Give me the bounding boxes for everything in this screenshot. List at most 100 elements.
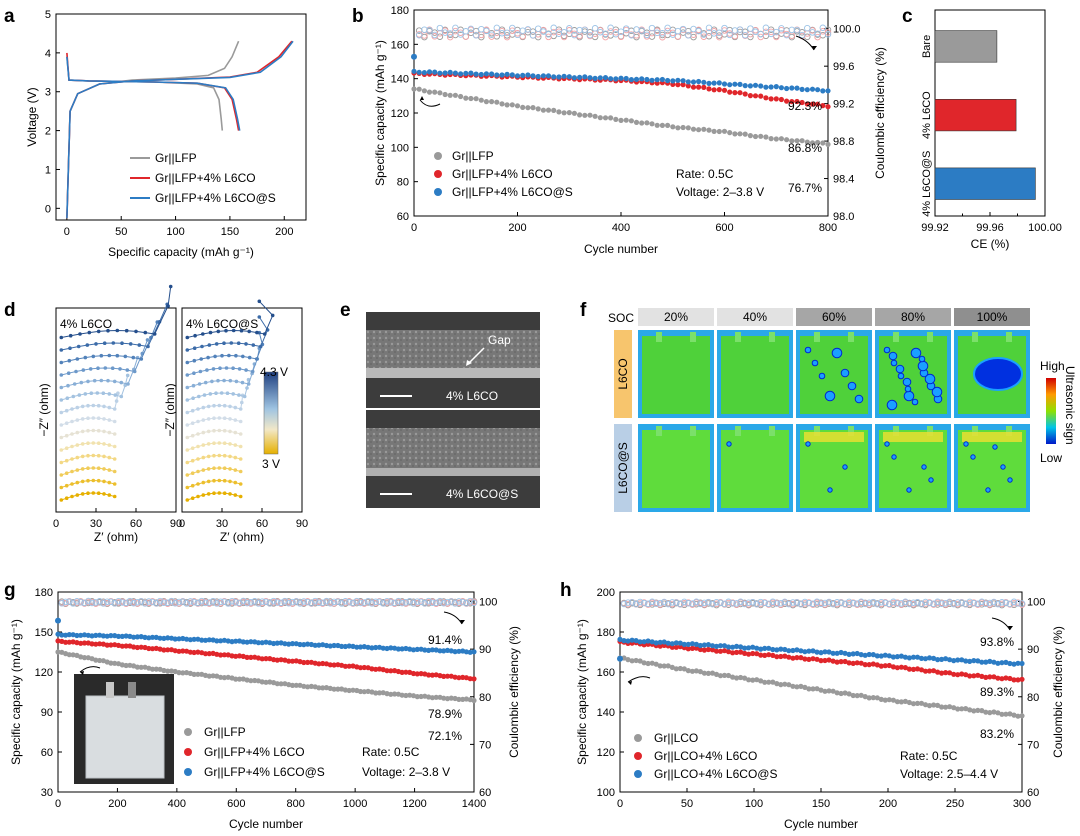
capacity-point-b-2-43 (633, 76, 640, 82)
ce-point-b-2-46 (648, 24, 656, 32)
capacity-point-g-0-65 (301, 683, 307, 689)
capacity-point-g-0-0 (55, 649, 61, 655)
ce-point-h-2-79 (934, 598, 941, 606)
capacity-point-h-2-2 (625, 638, 631, 644)
arrowhead-right-g (460, 620, 465, 624)
capacity-point-g-0-81 (361, 689, 367, 695)
capacity-point-h-1-93 (991, 674, 997, 680)
capacity-point-b-1-73 (789, 99, 795, 105)
ce-point-b-2-52 (679, 25, 687, 33)
capacity-point-b-0-9 (458, 93, 464, 100)
y-tick-label-a-1: 1 (45, 164, 51, 176)
ce-point-b-2-78 (814, 30, 821, 37)
map-spot-0-3-10 (888, 351, 898, 361)
capacity-point-b-1-63 (737, 90, 743, 96)
capacity-point-b-2-51 (675, 77, 681, 83)
x-tick-label-d-1-2: 60 (256, 518, 268, 530)
capacity-point-b-2-47 (654, 77, 660, 83)
capacity-point-h-2-24 (713, 643, 720, 650)
y-axis-label-g: Specific capacity (mAh g⁻¹) (9, 619, 23, 765)
ce-point-g-2-80 (357, 599, 364, 607)
capacity-point-h-0-43 (790, 683, 796, 689)
capacity-point-g-1-92 (403, 669, 409, 675)
capacity-point-b-0-0 (411, 86, 417, 92)
x-tick-label-c-1: 99.96 (976, 222, 1004, 234)
capacity-point-h-2-58 (850, 651, 856, 657)
ce-point-b-2-48 (659, 30, 666, 37)
capacity-point-b-0-61 (727, 130, 733, 136)
capacity-point-g-2-84 (373, 644, 379, 651)
eis-curve-1-4 (187, 442, 241, 451)
legend-label-b-0: Gr||LFP (452, 149, 494, 163)
capacity-point-h-2-55 (838, 649, 844, 656)
map-warm-1-4 (962, 432, 1022, 442)
ce-point-b-2-40 (617, 28, 625, 35)
map-spot-0-3-0 (883, 346, 891, 354)
capacity-point-b-0-68 (763, 134, 769, 140)
annotation-h-0: 93.8% (980, 635, 1014, 649)
capacity-point-b-0-70 (773, 136, 779, 142)
capacity-point-b-2-6 (442, 70, 448, 76)
capacity-point-h-1-27 (725, 649, 732, 655)
panel-e: Gap 4% L6CO 4% L6CO@S (366, 312, 540, 508)
x-tick-label-h-2: 100 (745, 798, 763, 810)
map-spot-0-3-5 (910, 347, 922, 359)
ce-point-g-2-64 (296, 600, 304, 607)
capacity-point-b-0-7 (447, 92, 453, 98)
ce-point-h-2-2 (624, 599, 632, 606)
capacity-point-b-2-50 (670, 78, 676, 84)
capacity-point-h-0-68 (890, 697, 897, 703)
capacity-point-b-2-26 (545, 73, 552, 79)
y2-tick-label-g-0: 60 (479, 787, 491, 799)
capacity-point-b-2-12 (473, 71, 479, 77)
capacity-point-h-1-29 (734, 649, 740, 656)
capacity-point-h-0-33 (750, 677, 756, 683)
capacity-point-h-1-91 (983, 674, 989, 681)
ce-point-g-2-32 (175, 598, 183, 606)
capacity-point-h-2-35 (758, 646, 764, 652)
y-tick-label-a-5: 5 (45, 9, 51, 21)
ce-point-b-1-47 (653, 27, 661, 35)
capacity-point-h-2-31 (742, 645, 748, 651)
eis-curve-0-9 (61, 357, 139, 388)
capacity-point-b-2-2 (421, 70, 427, 76)
capacity-point-b-2-63 (737, 81, 743, 87)
ce-point-b-2-23 (529, 32, 537, 39)
capacity-point-b-0-75 (799, 138, 805, 144)
arrow-right-g (443, 611, 463, 625)
capacity-point-h-2-77 (926, 655, 933, 661)
capacity-point-h-2-96 (1003, 659, 1009, 666)
capacity-point-b-0-19 (509, 102, 515, 108)
capacity-point-b-2-80 (825, 88, 831, 94)
capacity-point-g-0-100 (433, 694, 439, 700)
capacity-point-g-2-40 (206, 637, 212, 643)
eis-curve-1-5 (187, 429, 241, 438)
condition-g-rate: Rate: 0.5C (362, 745, 420, 759)
ce-point-b-2-37 (602, 30, 609, 38)
capacity-point-g-0-62 (289, 682, 296, 689)
ce-point-b-2-74 (793, 26, 801, 34)
capacity-point-b-2-11 (468, 70, 474, 76)
ce-point-g-2-23 (141, 600, 149, 607)
capacity-point-g-1-109 (467, 676, 473, 682)
capacity-point-h-1-66 (882, 663, 888, 669)
ce-point-b-1-29 (560, 33, 568, 41)
capacity-point-g-0-80 (357, 688, 364, 695)
capacity-point-h-0-3 (629, 658, 635, 664)
capacity-point-g-2-21 (134, 634, 140, 640)
ce-point-h-2-28 (729, 600, 736, 607)
ce-point-h-2-19 (693, 598, 700, 606)
ce-point-b-2-45 (643, 31, 651, 39)
ce-point-g-2-29 (164, 599, 171, 606)
ce-point-g-2-83 (368, 600, 376, 607)
gap-arrow (467, 347, 485, 365)
capacity-point-b-0-31 (571, 110, 578, 116)
map-tab-a-0-1 (735, 332, 741, 342)
capacity-point-g-0-18 (123, 662, 129, 669)
ce-point-g-2-1 (58, 600, 66, 607)
map-spot-1-4-0 (963, 441, 969, 447)
ce-point-b-2-20 (514, 31, 521, 39)
capacity-point-b-0-80 (825, 141, 831, 147)
capacity-point-g-1-44 (221, 652, 227, 658)
ce-point-g-2-69 (315, 599, 323, 607)
